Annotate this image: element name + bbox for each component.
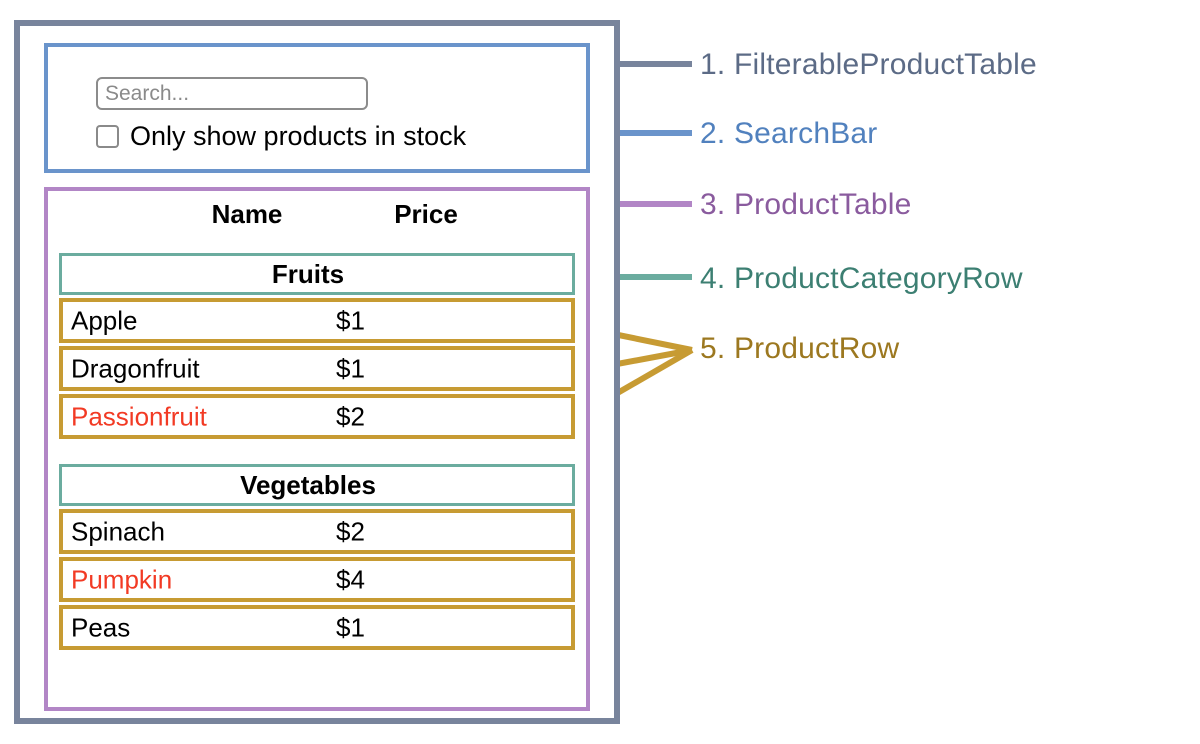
product-row-name: Pumpkin (71, 564, 173, 594)
annotation-label-product-category-row: 4. ProductCategoryRow (700, 262, 1023, 295)
in-stock-filter-row[interactable]: Only show products in stock (96, 123, 466, 150)
product-row-name: Passionfruit (71, 401, 207, 431)
search-input[interactable]: Search... (96, 77, 368, 110)
product-row: Pumpkin $4 (59, 557, 575, 602)
product-row: Spinach $2 (59, 509, 575, 554)
in-stock-checkbox[interactable] (96, 125, 119, 148)
filterable-product-table-box: Search... Only show products in stock Na… (14, 20, 620, 724)
column-header-price: Price (394, 199, 458, 229)
product-table-box: Name Price Fruits Apple $1 Dragonfruit $… (44, 187, 590, 711)
product-row-price: $4 (336, 564, 365, 594)
product-row-price: $1 (336, 305, 365, 335)
product-row-price: $1 (336, 612, 365, 642)
product-table-header: Name Price (48, 199, 586, 239)
product-row-price: $2 (336, 401, 365, 431)
product-category-row: Vegetables (59, 464, 575, 506)
search-bar-box: Search... Only show products in stock (44, 43, 590, 173)
annotation-label-search-bar: 2. SearchBar (700, 117, 878, 150)
product-row-name: Spinach (71, 516, 165, 546)
annotation-label-product-row: 5. ProductRow (700, 332, 900, 365)
product-row-name: Apple (71, 305, 138, 335)
product-row: Dragonfruit $1 (59, 346, 575, 391)
product-category-row-label: Vegetables (240, 469, 376, 500)
in-stock-checkbox-label: Only show products in stock (130, 121, 467, 151)
product-row-name: Dragonfruit (71, 353, 200, 383)
annotation-label-filterable-product-table: 1. FilterableProductTable (700, 48, 1037, 81)
group-spacer (59, 442, 575, 464)
product-category-row-label: Fruits (271, 258, 345, 289)
product-row-price: $2 (336, 516, 365, 546)
annotation-label-product-table: 3. ProductTable (700, 188, 912, 221)
product-row-name: Peas (71, 612, 131, 642)
column-header-name: Name (211, 199, 283, 229)
product-row: Apple $1 (59, 298, 575, 343)
product-row: Passionfruit $2 (59, 394, 575, 439)
product-row-price: $1 (336, 353, 365, 383)
product-category-row: Fruits (59, 253, 575, 295)
product-row: Peas $1 (59, 605, 575, 650)
product-rows-area: Fruits Apple $1 Dragonfruit $1 Passionfr… (59, 253, 575, 653)
